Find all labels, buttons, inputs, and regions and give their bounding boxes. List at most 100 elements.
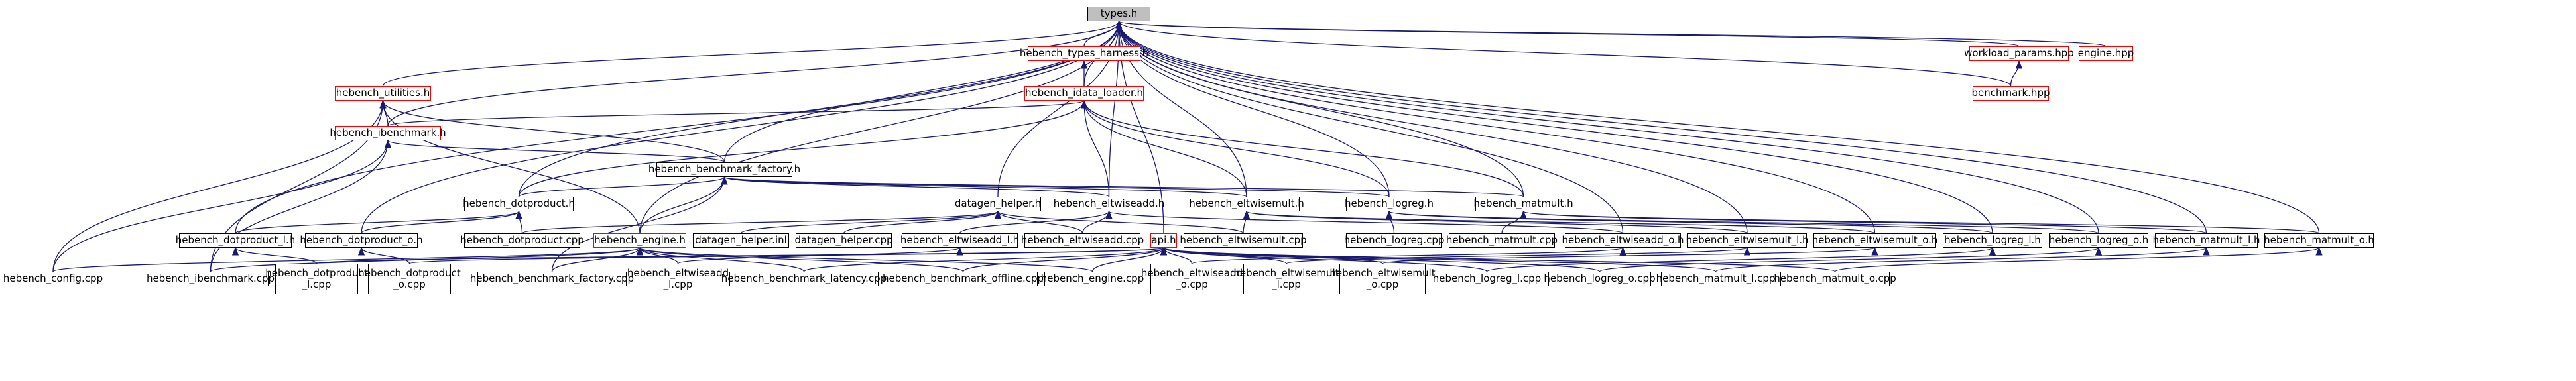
edge-logreg-h-to-bfactory-h <box>721 176 1390 197</box>
edge-eltmult-cpp-to-eltmult-h <box>1243 210 1251 234</box>
edge-engine-hpp-to-types <box>1116 20 2107 47</box>
edge-ibenchmark-cpp-to-ibenchmark <box>210 139 392 272</box>
edge-matmult-h-to-idata-loader <box>1080 99 1524 197</box>
edge-workload-to-types <box>1116 20 2020 47</box>
node-eltmult-cpp[interactable]: hebench_eltwisemult.cpp <box>1180 233 1307 248</box>
node-label: hebench_dotproduct.h <box>463 197 575 210</box>
edge-bm-latency-cpp-to-api-h <box>803 246 1167 272</box>
edge-benchmark-hpp-to-types <box>1115 20 2012 87</box>
node-label: hebench_matmult.cpp <box>1445 234 1558 246</box>
node-logreg-o-h[interactable]: hebench_logreg_o.h <box>2049 233 2148 248</box>
node-eltadd-l-cpp[interactable]: hebench_eltwiseadd_l.cpp <box>627 264 729 294</box>
node-logreg-h[interactable]: hebench_logreg.h <box>1345 197 1434 211</box>
node-engine-cpp[interactable]: hebench_engine.cpp <box>1041 272 1144 286</box>
node-dotproduct-l-h[interactable]: hebench_dotproduct_l.h <box>176 233 295 248</box>
edge-config-cpp-to-engine-h <box>52 246 643 272</box>
node-engine-h[interactable]: hebench_engine.h <box>593 233 686 248</box>
edge-matmult-h-to-bfactory-h <box>721 176 1524 197</box>
node-label: hebench_logreg_l.cpp <box>1432 272 1542 285</box>
edge-eltmult-l-cpp-to-eltmult-l-h <box>1286 246 1750 264</box>
node-eltmult-o-h[interactable]: hebench_eltwisemult_o.h <box>1811 233 1938 248</box>
node-bfactory-cpp[interactable]: hebench_benchmark_factory.cpp <box>470 272 634 286</box>
node-eltadd-o-cpp[interactable]: hebench_eltwiseadd_o.cpp <box>1141 264 1243 294</box>
edge-dotproduct-o-cpp-to-api-h <box>408 246 1167 264</box>
node-matmult-o-h[interactable]: hebench_matmult_o.h <box>2264 233 2374 248</box>
node-label: hebench_ibenchmark.h <box>330 127 446 139</box>
node-workload[interactable]: workload_params.hpp <box>1964 46 2074 61</box>
edge-eltmult-l-h-to-eltmult-h <box>1243 210 1748 234</box>
edge-dotproduct-cpp-to-dotproduct-h <box>515 210 523 234</box>
node-logreg-o-cpp[interactable]: hebench_logreg_o.cpp <box>1544 272 1656 286</box>
edge-datagen-inl-to-datagen-h <box>740 210 1001 234</box>
edge-eltadd-o-h-to-eltadd-h <box>1105 210 1624 234</box>
node-label: hebench_eltwisemult_o.h <box>1811 234 1938 246</box>
edge-dotproduct-l-cpp-to-dotproduct-l-h <box>231 246 318 264</box>
edge-datagen-cpp-to-datagen-h <box>843 210 1002 234</box>
node-types[interactable]: types.h <box>1087 7 1150 21</box>
node-eltadd-l-h[interactable]: hebench_eltwiseadd_l.h <box>900 233 1020 248</box>
edge-logreg-l-cpp-to-logreg-l-h <box>1486 246 1996 272</box>
node-datagen-inl[interactable]: datagen_helper.inl <box>693 233 789 248</box>
node-label: datagen_helper.inl <box>695 234 787 246</box>
node-matmult-l-cpp[interactable]: hebench_matmult_l.cpp <box>1656 272 1775 286</box>
edge-eltadd-h-to-idata-loader <box>1080 99 1110 197</box>
node-api-h[interactable]: api.h <box>1150 233 1177 248</box>
node-bfactory-h[interactable]: hebench_benchmark_factory.h <box>648 162 800 177</box>
node-harness[interactable]: hebench_types_harness.h <box>1020 46 1148 61</box>
edge-eltmult-o-h-to-types <box>1115 20 1876 234</box>
node-dotproduct-cpp[interactable]: hebench_dotproduct.cpp <box>460 233 584 248</box>
node-dotproduct-h[interactable]: hebench_dotproduct.h <box>463 197 575 211</box>
node-idata-loader[interactable]: hebench_idata_loader.h <box>1024 86 1144 101</box>
node-dotproduct-l-cpp[interactable]: hebench_dotproduct_l.cpp <box>265 264 368 294</box>
node-benchmark-hpp[interactable]: benchmark.hpp <box>1971 86 2050 101</box>
node-logreg-cpp[interactable]: hebench_logreg.cpp <box>1344 233 1444 248</box>
node-label: hebench_matmult_o.cpp <box>1774 272 1896 285</box>
edge-eltmult-cpp-to-datagen-h <box>995 210 1244 234</box>
node-eltmult-h[interactable]: hebench_eltwisemult.h <box>1189 197 1304 211</box>
node-datagen-h[interactable]: datagen_helper.h <box>955 197 1041 211</box>
edge-matmult-l-cpp-to-matmult-l-h <box>1715 246 2210 272</box>
node-datagen-cpp[interactable]: datagen_helper.cpp <box>794 233 893 248</box>
node-label: hebench_logreg_l.h <box>1944 234 2041 246</box>
node-label: hebench_dotproduct <box>358 266 461 279</box>
node-label: hebench_matmult.h <box>1473 197 1573 210</box>
node-label: hebench_eltwiseadd_l.h <box>900 234 1020 246</box>
node-label: hebench_eltwisemult.h <box>1189 197 1304 210</box>
node-matmult-l-h[interactable]: hebench_matmult_l.h <box>2152 233 2260 248</box>
edge-eltadd-l-h-to-eltadd-h <box>959 210 1113 234</box>
node-eltmult-o-cpp[interactable]: hebench_eltwisemult_o.cpp <box>1329 264 1436 294</box>
node-bm-offline-cpp[interactable]: hebench_benchmark_offline.cpp <box>883 272 1044 286</box>
node-logreg-l-h[interactable]: hebench_logreg_l.h <box>1943 233 2042 248</box>
edge-eltmult-o-h-to-eltmult-h <box>1243 210 1876 234</box>
node-ibenchmark-cpp[interactable]: hebench_ibenchmark.cpp <box>147 272 275 286</box>
node-logreg-l-cpp[interactable]: hebench_logreg_l.cpp <box>1432 272 1542 286</box>
node-dotproduct-o-cpp[interactable]: hebench_dotproduct_o.cpp <box>358 264 461 294</box>
node-dotproduct-o-h[interactable]: hebench_dotproduct_o.h <box>300 233 423 248</box>
node-config-cpp[interactable]: hebench_config.cpp <box>3 272 103 286</box>
node-bm-latency-cpp[interactable]: hebench_benchmark_latency.cpp <box>721 272 887 286</box>
node-eltadd-h[interactable]: hebench_eltwiseadd.h <box>1054 197 1164 211</box>
node-matmult-h[interactable]: hebench_matmult.h <box>1473 197 1573 211</box>
node-label: hebench_eltwiseadd <box>627 266 729 279</box>
node-label-line2: _l.cpp <box>1272 278 1301 290</box>
node-eltadd-cpp[interactable]: hebench_eltwiseadd.cpp <box>1021 233 1144 248</box>
node-matmult-o-cpp[interactable]: hebench_matmult_o.cpp <box>1774 272 1896 286</box>
node-utilities[interactable]: hebench_utilities.h <box>335 86 431 101</box>
node-label: hebench_utilities.h <box>336 87 430 99</box>
node-eltmult-l-cpp[interactable]: hebench_eltwisemult_l.cpp <box>1233 264 1339 294</box>
node-label: hebench_config.cpp <box>3 272 103 285</box>
edge-logreg-o-h-to-types <box>1115 20 2099 234</box>
edge-eltadd-l-cpp-to-eltadd-l-h <box>677 246 963 264</box>
node-label: benchmark.hpp <box>1971 87 2050 99</box>
node-matmult-cpp[interactable]: hebench_matmult.cpp <box>1445 233 1558 248</box>
node-ibenchmark[interactable]: hebench_ibenchmark.h <box>330 126 446 140</box>
edge-matmult-o-cpp-to-matmult-o-h <box>1834 246 2323 272</box>
edge-eltadd-h-to-bfactory-h <box>721 176 1110 197</box>
edge-bfactory-h-to-ibenchmark <box>385 139 725 163</box>
node-label: hebench_dotproduct_o.h <box>300 234 423 246</box>
node-label: hebench_types_harness.h <box>1019 47 1149 60</box>
node-eltmult-l-h[interactable]: hebench_eltwisemult_l.h <box>1686 233 1809 248</box>
node-eltadd-o-h[interactable]: hebench_eltwiseadd_o.h <box>1562 233 1684 248</box>
node-label: workload_params.hpp <box>1964 47 2074 60</box>
node-engine-hpp[interactable]: engine.hpp <box>2078 46 2134 61</box>
